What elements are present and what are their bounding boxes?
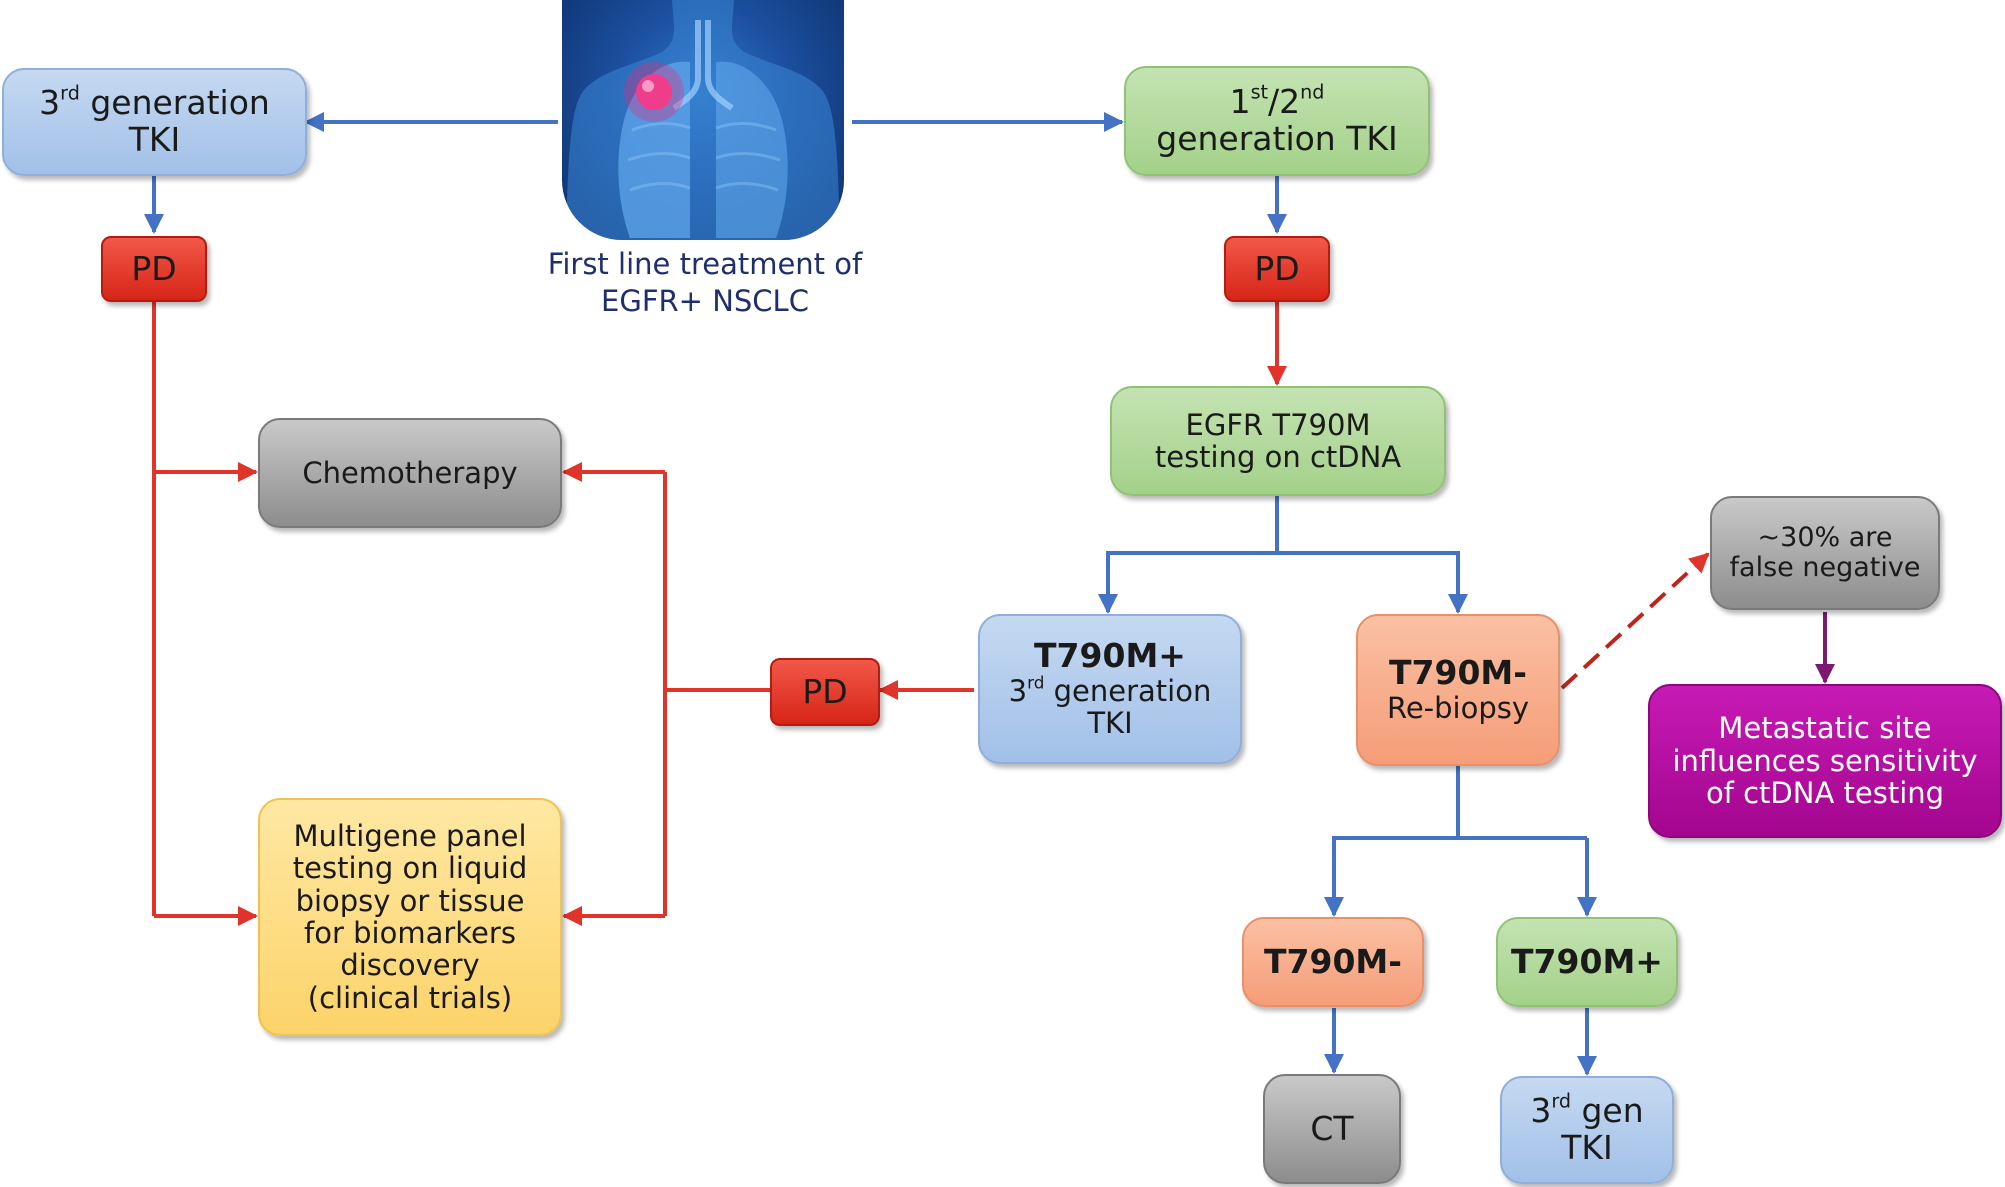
lungs-tumor-icon: [562, 0, 844, 240]
diagram-caption: First line treatment of EGFR+ NSCLC: [520, 246, 890, 320]
first-second-gen-tki-box: 1st/2nd generation TKI: [1124, 66, 1430, 176]
third-gen-tki-small-box: 3rd gen TKI: [1500, 1076, 1674, 1184]
pd-box-left: PD: [101, 236, 207, 302]
pd-box-middle: PD: [770, 658, 880, 726]
t790m-negative-box-2: T790M-: [1242, 917, 1424, 1007]
arrow-egfr-to-split: [1106, 496, 1460, 610]
t790m-negative-rebiopsy-box: T790M- Re-biopsy: [1356, 614, 1560, 766]
arrow-pd-middle-trunk: [663, 472, 770, 916]
caption-line-1: First line treatment of: [547, 247, 863, 281]
third-gen-tki-box: 3rd generation TKI: [2, 68, 307, 176]
ct-box: CT: [1263, 1074, 1401, 1184]
arrow-rebiopsy-to-false-negative: [1560, 552, 1710, 690]
caption-line-2: EGFR+ NSCLC: [601, 284, 809, 319]
chemotherapy-box: Chemotherapy: [258, 418, 562, 528]
egfr-t790m-testing-box: EGFR T790M testing on ctDNA: [1110, 386, 1446, 496]
multigene-panel-box: Multigene panel testing on liquid biopsy…: [258, 798, 562, 1036]
pd-box-right: PD: [1224, 236, 1330, 302]
false-negative-box: ~30% are false negative: [1710, 496, 1940, 610]
t790m-positive-box: T790M+ 3rd generation TKI: [978, 614, 1242, 764]
t790m-positive-box-2: T790M+: [1496, 917, 1678, 1007]
metastatic-site-box: Metastatic site influences sensitivity o…: [1648, 684, 2002, 838]
arrow-rebiopsy-split: [1332, 766, 1587, 915]
